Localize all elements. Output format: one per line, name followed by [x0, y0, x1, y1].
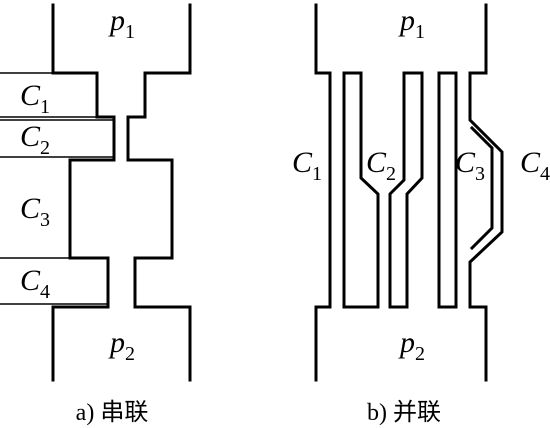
series-c2-label: C2	[20, 120, 50, 159]
series-c4-label: C4	[20, 264, 50, 303]
parallel-outer-left-wall	[314, 3, 332, 382]
series-c1-label: C1	[20, 79, 50, 118]
parallel-c1-label: C1	[292, 146, 322, 185]
series-c1-box	[0, 72, 98, 118]
parallel-c3-wall	[469, 125, 494, 251]
parallel-divider-2	[388, 71, 424, 309]
series-outlet-label: p2	[108, 326, 135, 365]
series-left-wall	[51, 3, 116, 382]
series-c4-box	[0, 257, 109, 305]
series-right-wall	[126, 3, 192, 382]
series-diagram: p1 C1 C2 C3 C4 p2 a) 串联	[0, 3, 192, 426]
parallel-divider-3	[437, 71, 458, 309]
parallel-c2-label: C2	[366, 146, 396, 185]
parallel-outer-right-wall	[468, 3, 504, 382]
parallel-inlet-label: p1	[398, 4, 425, 43]
parallel-c4-label: C4	[520, 146, 550, 185]
series-c3-label: C3	[20, 192, 50, 231]
series-inlet-label: p1	[108, 4, 135, 43]
parallel-c3-label: C3	[455, 146, 485, 185]
parallel-caption: b) 并联	[367, 399, 441, 426]
parallel-divider-1	[342, 71, 380, 309]
parallel-diagram: p1 C1 C2 C3 C4 p2 b) 并联	[292, 3, 550, 426]
series-c2-box	[0, 119, 115, 158]
parallel-outlet-label: p2	[398, 326, 425, 365]
series-caption: a) 串联	[76, 399, 149, 426]
